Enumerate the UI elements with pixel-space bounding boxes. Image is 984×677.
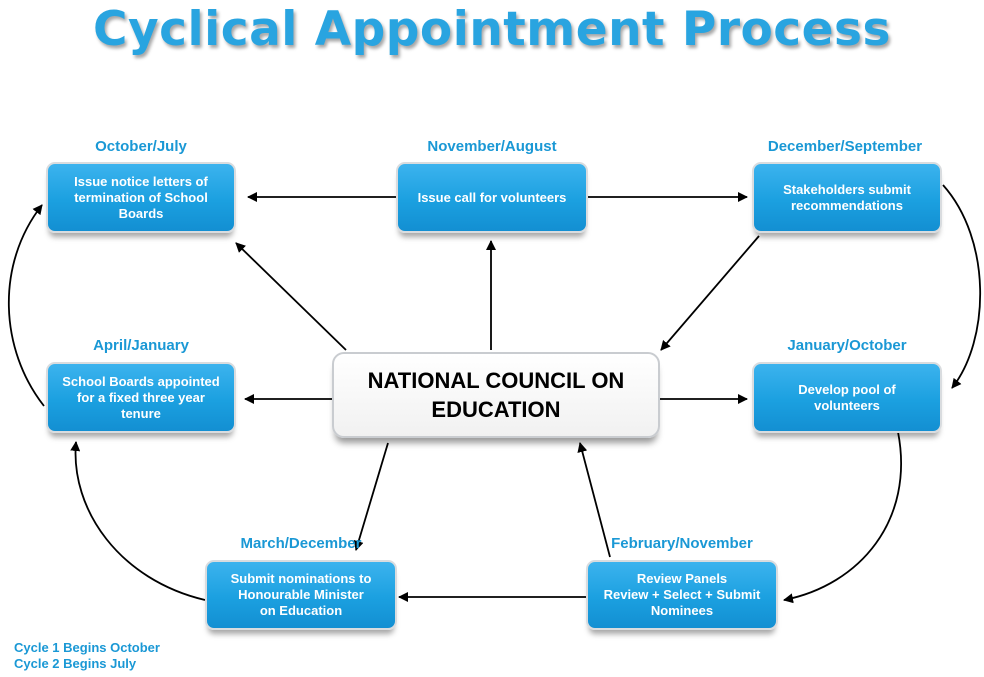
step-box-issue-notice: Issue notice letters of termination of S… — [46, 162, 236, 233]
step-text: Submit nominations to Honourable Ministe… — [230, 571, 372, 618]
center-node-national-council: NATIONAL COUNCIL ON EDUCATION — [332, 352, 660, 438]
cycle-1-note: Cycle 1 Begins October — [14, 640, 160, 655]
arrow-center-to-mar — [353, 442, 389, 551]
step-box-boards-appointed: School Boards appointed for a fixed thre… — [46, 362, 236, 433]
step-date-march-december: March/December — [240, 535, 362, 552]
arrow-dec-to-jan — [942, 184, 982, 389]
step-date-february-november: February/November — [611, 535, 753, 552]
step-date-january-october: January/October — [787, 337, 907, 354]
arrow-apr-to-oct — [7, 204, 45, 407]
step-text: School Boards appointed for a fixed thre… — [62, 373, 220, 421]
step-text: Issue notice letters of termination of S… — [74, 173, 208, 221]
arrow-dec-to-center — [660, 235, 760, 351]
arrow-mar-to-apr — [70, 441, 206, 601]
arrow-jan-to-feb — [783, 431, 902, 604]
step-box-review-panels: Review Panels Review + Select + Submit N… — [586, 560, 778, 630]
step-date-april-january: April/January — [93, 337, 189, 354]
step-box-call-for-volunteers: Issue call for volunteers — [396, 162, 588, 233]
step-text: Develop pool of volunteers — [798, 381, 896, 413]
arrow-feb-to-center — [577, 442, 611, 558]
step-date-november-august: November/August — [427, 138, 557, 155]
step-date-december-september: December/September — [767, 138, 923, 155]
page-title: Cyclical Appointment Process — [93, 2, 891, 57]
cycle-2-note: Cycle 2 Begins July — [14, 656, 137, 671]
center-node-label: NATIONAL COUNCIL ON EDUCATION — [367, 368, 625, 422]
step-box-submit-nominations: Submit nominations to Honourable Ministe… — [205, 560, 397, 630]
cycle-notes: Cycle 1 Begins October Cycle 2 Begins Ju… — [14, 640, 160, 672]
step-text: Issue call for volunteers — [417, 189, 567, 205]
arrow-center-to-oct — [235, 242, 347, 351]
step-text: Stakeholders submit recommendations — [783, 181, 911, 213]
step-box-develop-pool: Develop pool of volunteers — [752, 362, 942, 433]
step-text: Review Panels Review + Select + Submit N… — [603, 571, 761, 618]
step-box-stakeholders-submit: Stakeholders submit recommendations — [752, 162, 942, 233]
step-date-october-july: October/July — [95, 138, 187, 155]
